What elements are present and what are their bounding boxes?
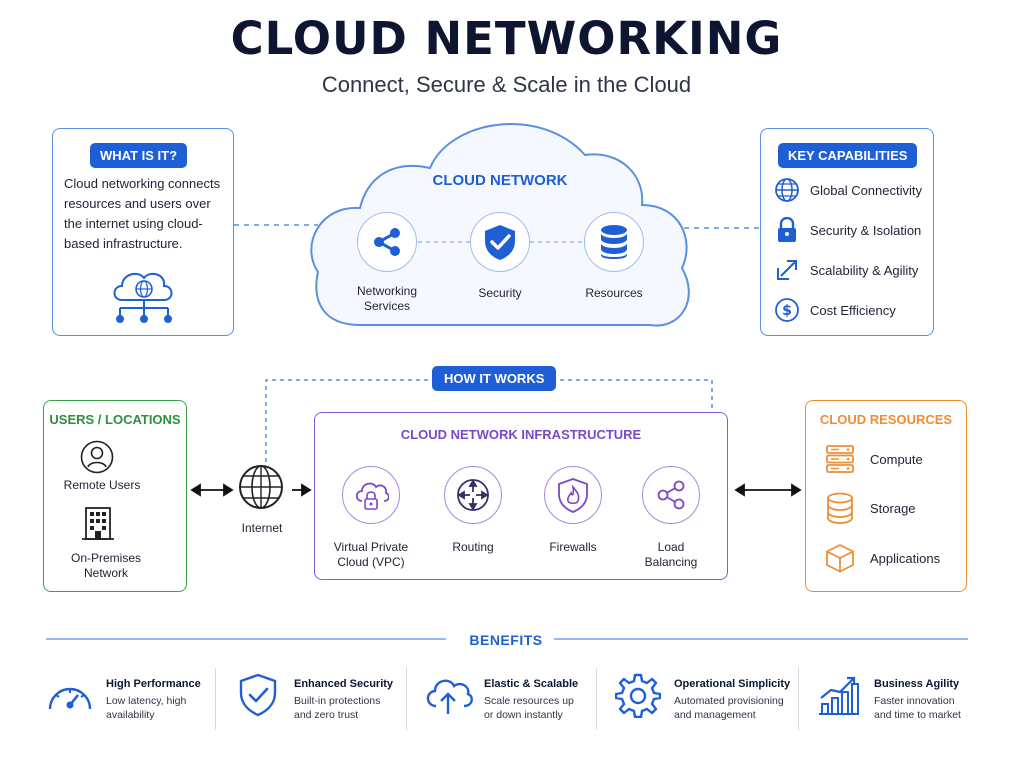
internet-infra-arrow bbox=[292, 483, 312, 497]
networking-services-label: Networking Services bbox=[356, 284, 418, 313]
page-subtitle: Connect, Secure & Scale in the Cloud bbox=[321, 72, 692, 97]
users-locations-title: USERS / LOCATIONS bbox=[49, 412, 181, 427]
capability-cost-efficiency: $ Cost Efficiency bbox=[772, 295, 896, 325]
on-premises-label: On-Premises Network bbox=[70, 551, 141, 580]
on-premises-node bbox=[80, 505, 116, 541]
server-icon bbox=[826, 445, 854, 473]
users-locations-panel bbox=[43, 400, 187, 592]
networking-services-node bbox=[357, 212, 417, 272]
capability-scalability-agility: Scalability & Agility bbox=[772, 255, 918, 285]
resources-label: Resources bbox=[585, 286, 643, 300]
infra-resources-arrow bbox=[734, 483, 802, 497]
page-title: CLOUD NETWORKING bbox=[230, 12, 783, 65]
resources-node bbox=[584, 212, 644, 272]
cloud-upload-icon bbox=[426, 679, 473, 714]
growth-chart-icon bbox=[819, 676, 859, 715]
routing-label: Routing bbox=[452, 540, 494, 554]
firewalls-node bbox=[544, 466, 602, 524]
resource-applications: Applications bbox=[824, 542, 940, 574]
what-is-it-description: Cloud networking connects resources and … bbox=[64, 176, 221, 251]
building-icon bbox=[82, 507, 114, 540]
benefit-operational-simplicity: Operational Simplicity Automated provisi… bbox=[612, 672, 802, 732]
cloud-lock-icon bbox=[355, 482, 389, 510]
gauge-icon bbox=[48, 687, 92, 710]
benefit-divider bbox=[596, 668, 597, 730]
how-it-works-label: HOW IT WORKS bbox=[432, 366, 557, 391]
benefit-divider bbox=[798, 668, 799, 730]
security-label: Security bbox=[478, 286, 522, 300]
cube-icon bbox=[826, 544, 854, 573]
load-balancing-label: Load Balancing bbox=[644, 540, 698, 569]
router-icon bbox=[457, 479, 489, 511]
shield-check-icon bbox=[485, 225, 515, 260]
shield-check-icon bbox=[239, 673, 277, 717]
load-balancing-node bbox=[642, 466, 700, 524]
security-node bbox=[470, 212, 530, 272]
cloud-resources-title: CLOUD RESOURCES bbox=[819, 412, 953, 427]
key-capabilities-label: KEY CAPABILITIES bbox=[778, 143, 918, 168]
internet-node bbox=[238, 464, 284, 510]
benefit-divider bbox=[406, 668, 407, 730]
globe-icon bbox=[775, 178, 799, 202]
resource-storage: Storage bbox=[824, 492, 916, 524]
vpc-node bbox=[342, 466, 400, 524]
cloud-network-title: CLOUD NETWORK bbox=[432, 172, 568, 189]
routing-node bbox=[444, 466, 502, 524]
remote-users-node bbox=[80, 440, 114, 474]
vpc-label: Virtual Private Cloud (VPC) bbox=[333, 540, 409, 569]
svg-text:$: $ bbox=[782, 303, 792, 319]
lock-icon bbox=[778, 217, 796, 242]
share-nodes-icon bbox=[374, 228, 400, 256]
user-icon bbox=[80, 440, 114, 474]
remote-users-label: Remote Users bbox=[63, 478, 141, 492]
cloud-network-illustration-icon bbox=[106, 262, 182, 326]
capability-security-isolation: Security & Isolation bbox=[772, 215, 921, 245]
capability-global-connectivity: Global Connectivity bbox=[772, 175, 922, 205]
users-internet-arrow bbox=[190, 483, 234, 497]
what-is-it-label: WHAT IS IT? bbox=[90, 143, 188, 168]
resource-compute: Compute bbox=[824, 443, 923, 475]
expand-arrow-icon bbox=[777, 260, 797, 280]
database-icon bbox=[827, 492, 853, 524]
firewall-icon bbox=[558, 478, 588, 513]
database-icon bbox=[601, 225, 627, 259]
internet-label: Internet bbox=[241, 521, 283, 535]
firewalls-label: Firewalls bbox=[549, 540, 597, 554]
benefits-title: BENEFITS bbox=[469, 632, 543, 648]
cloud-resources-panel bbox=[805, 400, 967, 592]
globe-icon bbox=[239, 465, 283, 509]
dollar-icon: $ bbox=[775, 298, 799, 322]
share-nodes-icon bbox=[657, 480, 685, 510]
infrastructure-title: CLOUD NETWORK INFRASTRUCTURE bbox=[400, 427, 642, 442]
gear-icon bbox=[615, 673, 661, 718]
benefit-divider bbox=[215, 668, 216, 730]
